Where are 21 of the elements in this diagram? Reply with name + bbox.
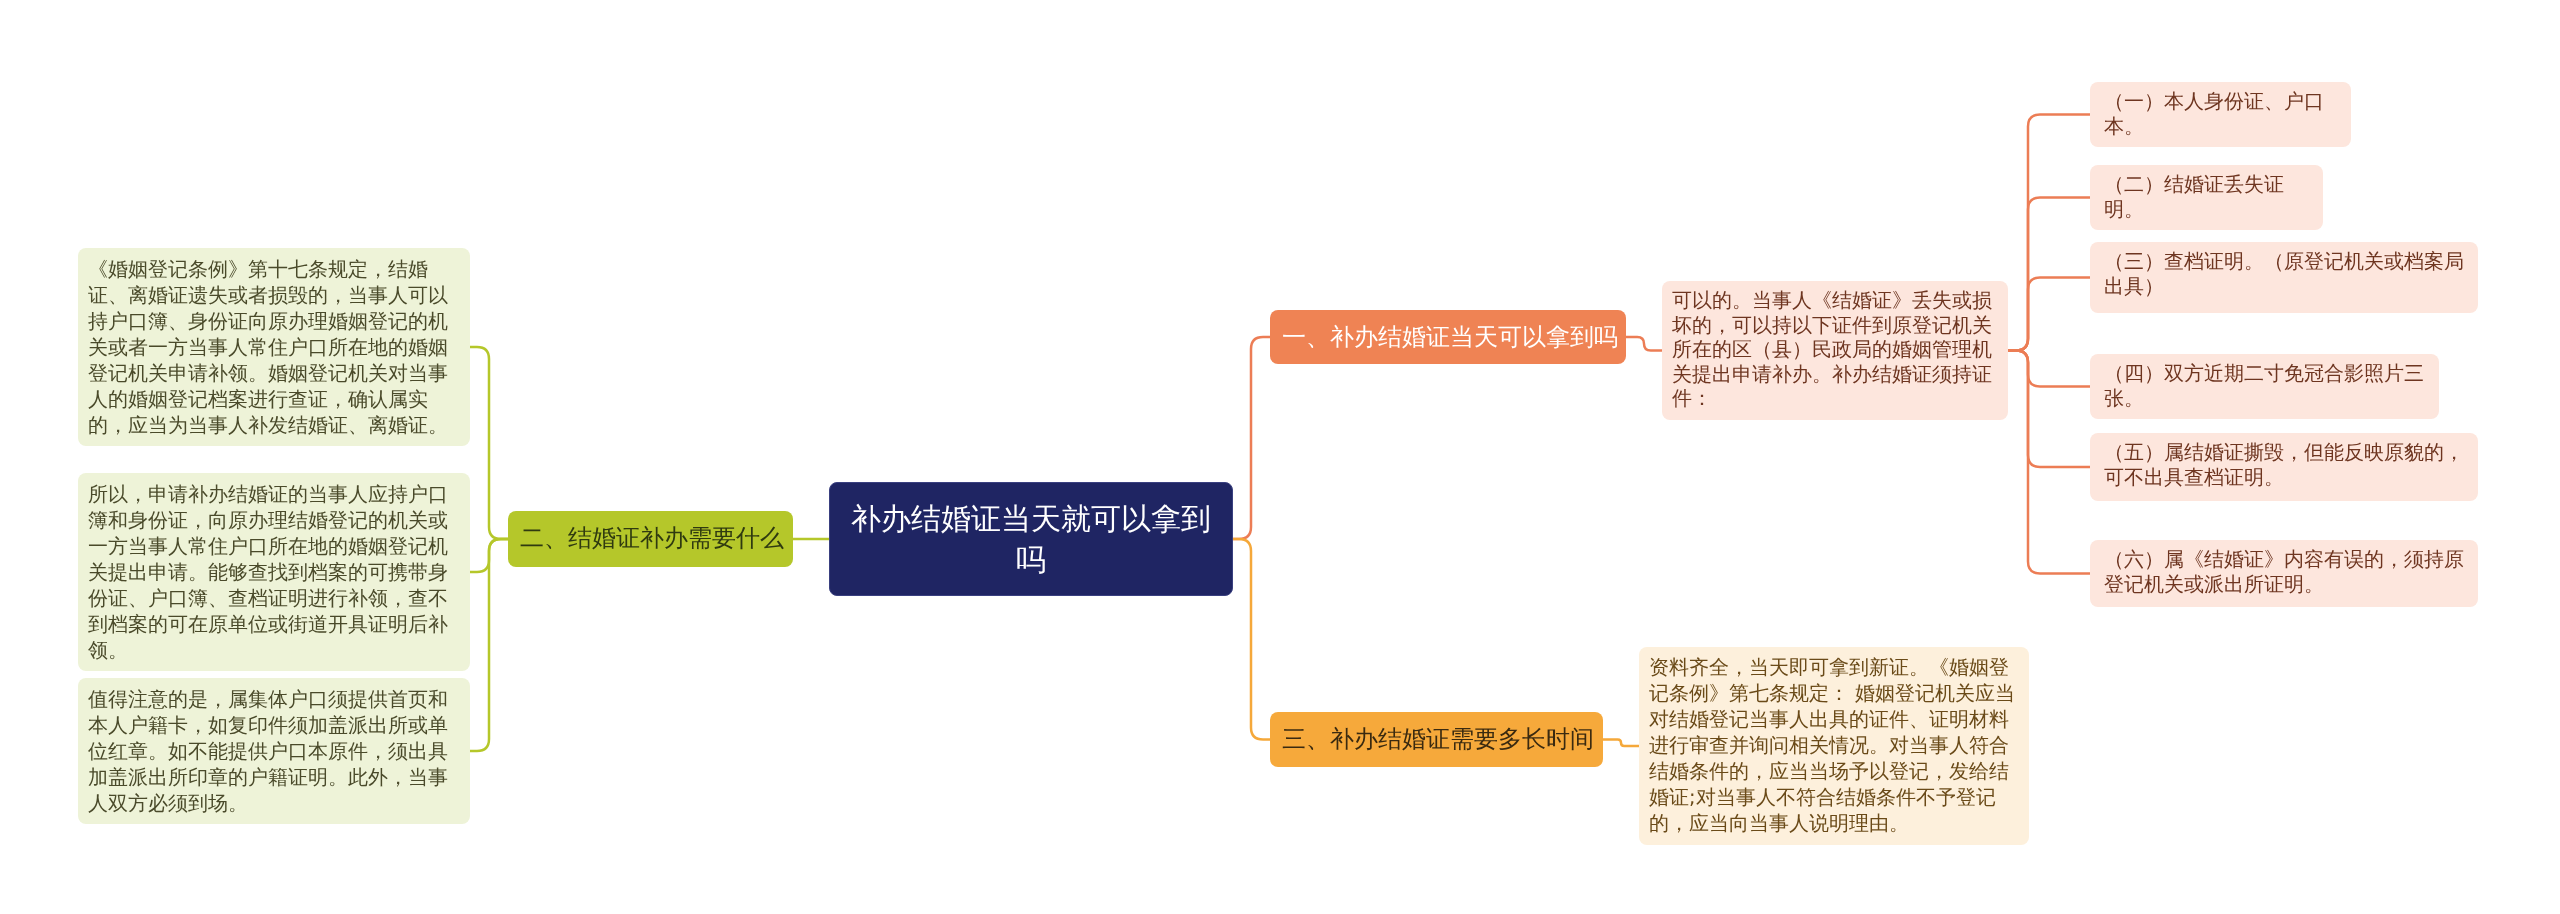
note-box: （三）查档证明。（原登记机关或档案局出具） (2090, 242, 2478, 313)
connector (1233, 537, 1270, 741)
note-box: （一）本人身份证、户口本。 (2090, 82, 2351, 147)
branch-box: 二、结婚证补办需要什么 (508, 511, 793, 567)
note-box: （二）结婚证丢失证明。 (2090, 165, 2323, 230)
note-box: 资料齐全，当天即可拿到新证。《婚姻登记条例》第七条规定： 婚姻登记机关应当对结婚登记当事人出具的证件、证明材料进行审查并询问相关情况。对当事人符合结婚条件的，应当当场予以登记，发给结婚证;对当事人不符合结婚条件不予登记的，应当向当事人说明理由。 (1639, 647, 2029, 845)
note-box: （六）属《结婚证》内容有误的，须持原登记机关或派出所证明。 (2090, 540, 2478, 607)
branch-box: 三、补办结婚证需要多长时间 (1270, 712, 1603, 767)
note-box: 值得注意的是，属集体户口须提供首页和本人户籍卡，如复印件须加盖派出所或单位红章。如不能提供户口本原件，须出具加盖派出所印章的户籍证明。此外，当事人双方必须到场。 (78, 678, 470, 824)
note-box: 所以，申请补办结婚证的当事人应持户口簿和身份证，向原办理结婚登记的机关或一方当事人常住户口所在地的婚姻登记机关提出申请。能够查找到档案的可携带身份证、户口簿、查档证明进行补领，查不到档案的可在原单位或街道开具证明后补领。 (78, 473, 470, 671)
note-box: 可以的。当事人《结婚证》丢失或损坏的，可以持以下证件到原登记机关所在的区（县）民政局的婚姻管理机关提出申请补办。补办结婚证须持证件： (1662, 281, 2008, 420)
connector (1603, 738, 1639, 748)
note-box: 《婚姻登记条例》第十七条规定，结婚证、离婚证遗失或者损毁的，当事人可以持户口簿、身份证向原办理婚姻登记的机关或者一方当事人常住户口所在地的婚姻登记机关申请补领。婚姻登记机关对当事人的婚姻登记档案进行查证，确认属实的，应当为当事人补发结婚证、离婚证。 (78, 248, 470, 446)
connector (793, 537, 829, 541)
connector (2008, 349, 2090, 575)
branch-box: 一、补办结婚证当天可以拿到吗 (1270, 310, 1626, 364)
connector (470, 537, 508, 753)
note-box: （五）属结婚证撕毁，但能反映原貌的，可不出具查档证明。 (2090, 433, 2478, 501)
note-box: （四）双方近期二寸免冠合影照片三张。 (2090, 354, 2439, 419)
topic-box: 补办结婚证当天就可以拿到吗 (829, 482, 1233, 596)
connector (1626, 335, 1662, 352)
